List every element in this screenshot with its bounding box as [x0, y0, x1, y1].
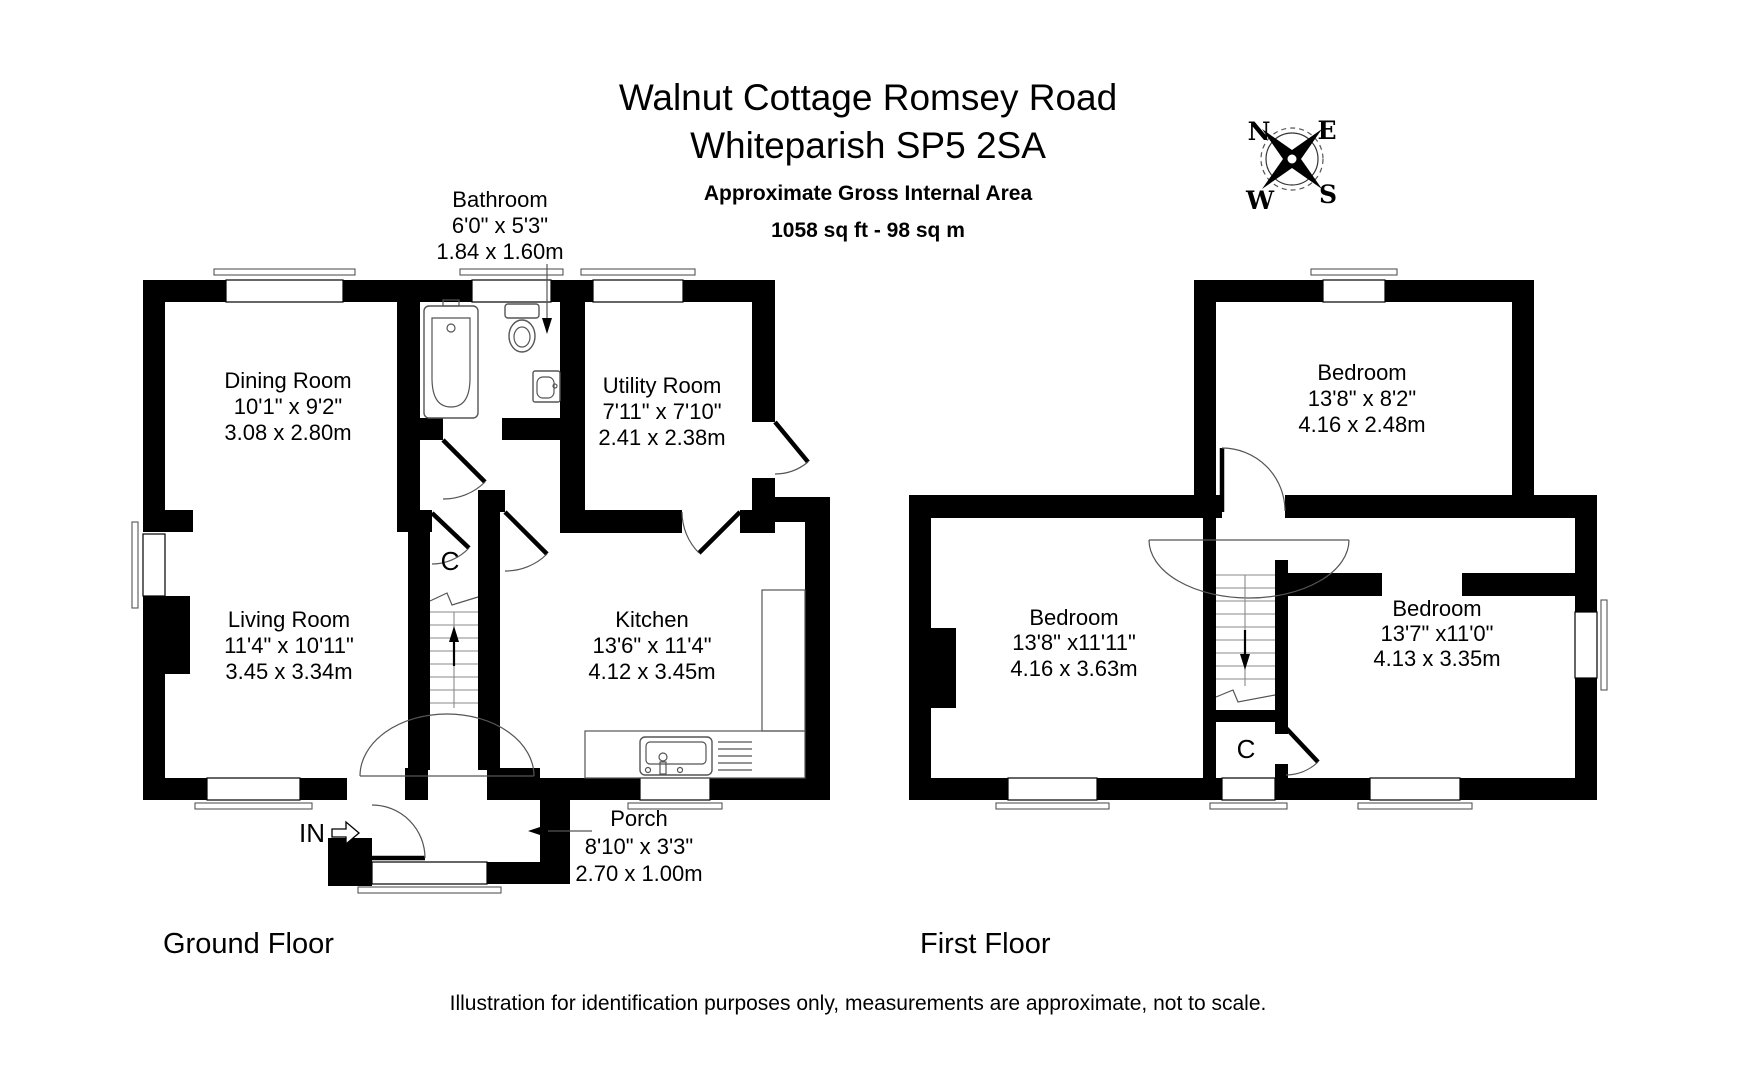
- porch-leader-arrow-icon: [528, 825, 546, 837]
- ground-floor-labels: Bathroom 6'0" x 5'3" 1.84 x 1.60m Dining…: [224, 187, 725, 886]
- ground-cupboard-label: C: [441, 546, 460, 576]
- ground-floor-walls: [143, 280, 830, 886]
- kitchen-hall-door-leaf: [503, 510, 549, 556]
- living-room-metric: 3.45 x 3.34m: [225, 659, 352, 684]
- ground-floor-plan: Bathroom 6'0" x 5'3" 1.84 x 1.60m Dining…: [131, 187, 830, 894]
- bathroom-fixtures: [423, 299, 561, 419]
- first-cupboard-label: C: [1237, 734, 1256, 764]
- kitchen-name: Kitchen: [615, 607, 688, 632]
- stairs-down-arrow-icon: [1240, 654, 1250, 670]
- dining-room-metric: 3.08 x 2.80m: [224, 420, 351, 445]
- toilet-icon: [504, 303, 540, 319]
- landing-door-arc: [1148, 539, 1350, 599]
- property-title-line2: Whiteparish SP5 2SA: [690, 125, 1046, 166]
- ground-floor-doors: [359, 420, 810, 861]
- stair-break-line: [1215, 689, 1276, 703]
- porch-name: Porch: [610, 806, 667, 831]
- kitchen-imperial: 13'6" x 11'4": [592, 633, 711, 658]
- cupboard-door-leaf: [430, 511, 471, 550]
- hall-door-arc: [359, 713, 535, 777]
- bedroom-left-imperial: 13'8" x11'11": [1012, 630, 1136, 655]
- kitchen-metric: 4.12 x 3.45m: [588, 659, 715, 684]
- bathroom-window: [471, 279, 552, 303]
- kitchen-counter: [584, 730, 806, 779]
- bedroom-right-side-window: [1574, 611, 1598, 679]
- compass-dashed-circle: [1260, 127, 1324, 191]
- first-floor-stairs: [1215, 574, 1276, 703]
- area-value: 1058 sq ft - 98 sq m: [771, 219, 965, 242]
- dining-room-imperial: 10'1" x 9'2": [234, 394, 342, 419]
- first-floor-doors: [1148, 447, 1350, 776]
- entrance-in-label: IN: [299, 818, 325, 848]
- bedroom-right-name: Bedroom: [1392, 596, 1481, 621]
- utility-kitchen-door-leaf: [697, 510, 742, 555]
- first-floor-walls: [909, 280, 1597, 800]
- utility-room-name: Utility Room: [603, 373, 722, 398]
- entrance-arrow-icon: [331, 820, 361, 846]
- title-block: Walnut Cottage Romsey Road Whiteparish S…: [619, 77, 1117, 242]
- utility-room-imperial: 7'11" x 7'10": [602, 399, 721, 424]
- compass-rose-icon: N E W S: [1245, 116, 1337, 215]
- first-cupboard-door-leaf: [1284, 726, 1320, 764]
- area-subtitle: Approximate Gross Internal Area: [704, 182, 1033, 205]
- bedroom-top-imperial: 13'8" x 8'2": [1308, 386, 1416, 411]
- porch-window: [371, 861, 488, 885]
- living-room-name: Living Room: [228, 607, 350, 632]
- property-title-line1: Walnut Cottage Romsey Road: [619, 77, 1117, 118]
- porch-metric: 2.70 x 1.00m: [575, 861, 702, 886]
- compass-north-label: N: [1248, 117, 1271, 146]
- first-floor-plan: Bedroom 13'8" x 8'2" 4.16 x 2.48m Bedroo…: [909, 268, 1608, 810]
- compass-south-label: S: [1319, 180, 1337, 209]
- bedroom-right-imperial: 13'7" x11'0": [1381, 621, 1494, 646]
- disclaimer-text: Illustration for identification purposes…: [450, 992, 1267, 1015]
- compass-hub: [1286, 153, 1298, 165]
- bedroom-left-name: Bedroom: [1029, 605, 1118, 630]
- living-room-imperial: 11'4" x 10'11": [224, 633, 354, 658]
- bedroom-right-window: [1369, 777, 1461, 801]
- compass-west-label: W: [1245, 186, 1275, 215]
- bedroom-top-name: Bedroom: [1317, 360, 1406, 385]
- kitchen-window: [639, 777, 711, 801]
- dining-room-name: Dining Room: [224, 368, 351, 393]
- compass-circle: [1265, 132, 1319, 186]
- kitchen-fixtures: [584, 589, 806, 779]
- bedroom-left-window: [1007, 777, 1098, 801]
- bedroom-top-metric: 4.16 x 2.48m: [1298, 412, 1425, 437]
- ground-floor-label: Ground Floor: [163, 928, 334, 960]
- stair-break-line: [429, 592, 479, 606]
- compass-east-label: E: [1317, 116, 1336, 145]
- living-room-front-window: [206, 777, 301, 801]
- utility-back-door-leaf: [773, 420, 810, 464]
- kitchen-sink-icon: [639, 736, 713, 776]
- porch-imperial: 8'10" x 3'3": [585, 834, 693, 859]
- bathroom-name: Bathroom: [452, 187, 547, 212]
- landing-window: [1221, 777, 1276, 801]
- living-room-side-window: [142, 533, 166, 597]
- dining-room-window: [225, 279, 344, 303]
- first-floor-label: First Floor: [920, 928, 1051, 960]
- bathroom-door-leaf: [441, 438, 487, 484]
- stairs-up-arrow-icon: [449, 626, 459, 642]
- bedroom-top-window: [1322, 279, 1386, 303]
- utility-room-window: [592, 279, 684, 303]
- bathroom-imperial: 6'0" x 5'3": [452, 213, 548, 238]
- utility-room-metric: 2.41 x 2.38m: [598, 425, 725, 450]
- bedroom-right-metric: 4.13 x 3.35m: [1373, 646, 1500, 671]
- bathroom-leader-arrow-icon: [542, 318, 552, 334]
- ground-floor-windows: [131, 268, 723, 894]
- bedroom-left-metric: 4.16 x 3.63m: [1010, 656, 1137, 681]
- ground-floor-stairs: [429, 592, 479, 708]
- bathroom-metric: 1.84 x 1.60m: [436, 239, 563, 264]
- first-floor-labels: Bedroom 13'8" x 8'2" 4.16 x 2.48m Bedroo…: [1010, 360, 1500, 764]
- first-floor-windows: [995, 268, 1608, 810]
